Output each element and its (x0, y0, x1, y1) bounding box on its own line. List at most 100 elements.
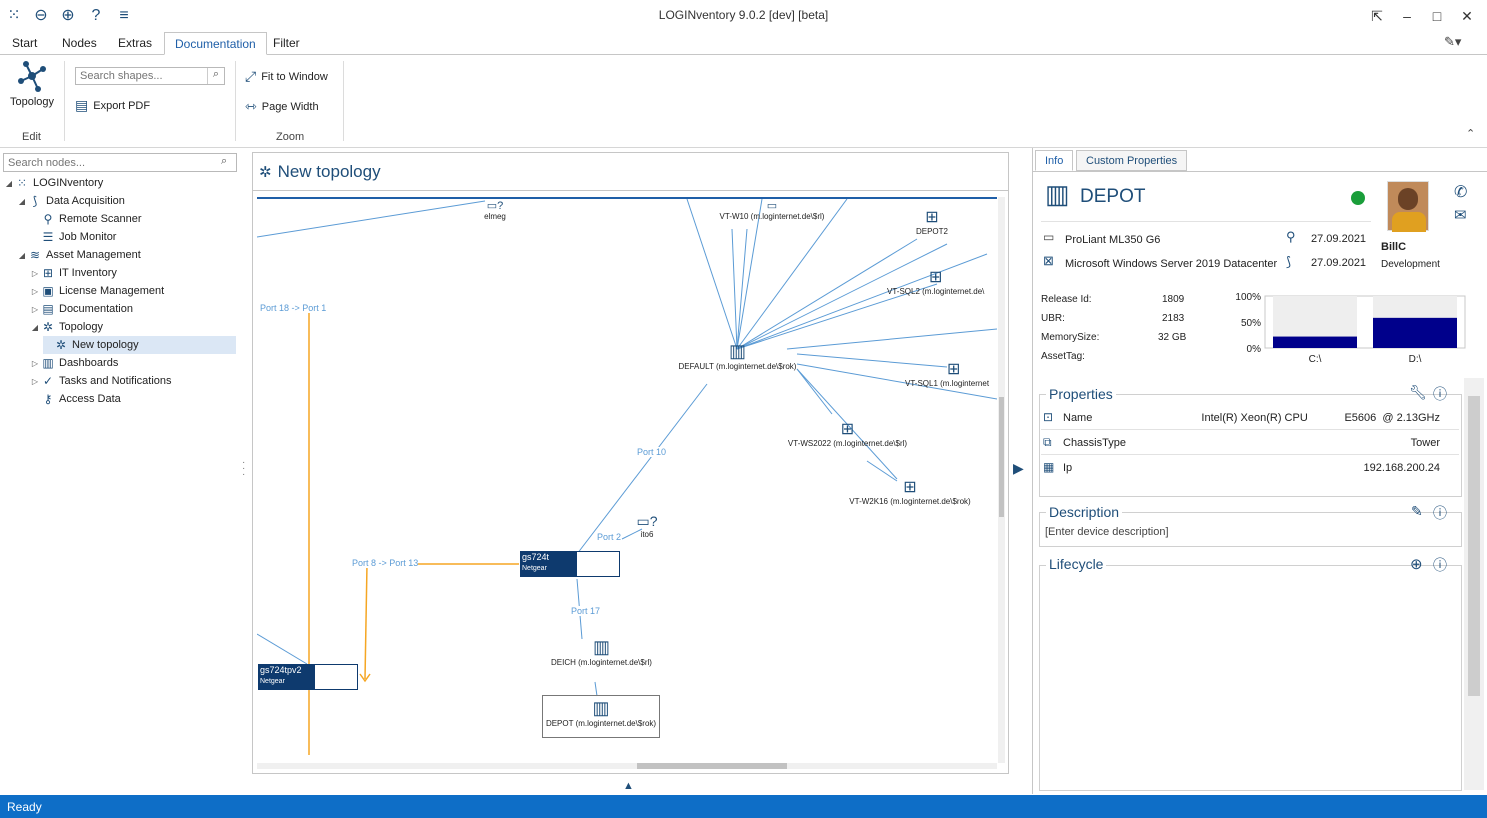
tab-nodes[interactable]: Nodes (62, 36, 97, 50)
chassis-icon: ⧉ (1043, 435, 1052, 449)
node-label: ito6 (640, 530, 654, 539)
search-icon[interactable]: ⌕ (207, 68, 224, 84)
device-default[interactable]: ▥ DEFAULT (m.loginternet.de\$rok) (675, 341, 800, 371)
add-icon[interactable]: ⊕ (1410, 556, 1423, 573)
expander-icon[interactable]: ◢ (18, 196, 26, 206)
tree-item-remote-scanner[interactable]: ⚲Remote Scanner (30, 210, 236, 228)
memory-label: MemorySize: (1041, 332, 1100, 343)
collapse-ribbon-icon[interactable]: ⌃ (1466, 128, 1476, 140)
pencil-icon[interactable]: ✎ (1411, 503, 1423, 519)
tree-item-label: Data Acquisition (46, 195, 125, 207)
panel-splitter[interactable]: ··· (242, 457, 246, 480)
user-name: BillC (1381, 241, 1407, 253)
device-ito6[interactable]: ▭? ito6 (632, 513, 662, 539)
expander-icon[interactable]: ▷ (31, 358, 39, 368)
info-scrollbar[interactable] (1464, 378, 1484, 790)
vertical-scrollbar[interactable] (998, 197, 1005, 763)
expander-icon[interactable]: ▷ (31, 268, 39, 278)
status-bar: Ready (0, 795, 1487, 818)
device-vt-sql2[interactable]: ⊞ VT-SQL2 (m.loginternet.de\ (887, 267, 997, 296)
tab-start[interactable]: Start (12, 36, 38, 50)
expander-icon[interactable]: ▷ (31, 286, 39, 296)
phone-icon[interactable]: ✆ (1454, 184, 1468, 201)
tree-item-data-acquisition[interactable]: ◢⟆Data Acquisition (17, 192, 236, 210)
scroll-thumb[interactable] (1468, 396, 1480, 696)
tree-item-it-inventory[interactable]: ▷⊞IT Inventory (30, 264, 236, 282)
maximize-icon[interactable]: □ (1432, 8, 1442, 24)
close-icon[interactable]: ✕ (1461, 8, 1473, 24)
memory-value: 32 GB (1158, 332, 1187, 343)
device-vt-w10[interactable]: ▭ VT-W10 (m.loginternet.de\$rl) (707, 199, 837, 221)
device-vt-sql1[interactable]: ⊞ VT-SQL1 (m.loginternet (905, 359, 997, 388)
tree-item-topology[interactable]: ◢✲Topology (30, 318, 236, 336)
tree-item-asset-management[interactable]: ◢≋Asset Management (17, 246, 236, 264)
row-divider (1041, 429, 1459, 430)
y-tick-label: 50% (1241, 318, 1261, 329)
node-label: DEPOT2 (915, 227, 948, 236)
node-label: DEPOT (m.loginternet.de\$rok) (545, 719, 657, 728)
device-depot[interactable]: ▥ DEPOT (m.loginternet.de\$rok) (542, 695, 660, 738)
edit-note-icon[interactable]: ✎▾ (1444, 34, 1462, 49)
minimize-icon[interactable]: – (1403, 8, 1411, 24)
description-text[interactable]: [Enter device description] (1045, 526, 1169, 538)
info-icon[interactable]: ⓘ (1433, 386, 1447, 402)
device-depot2[interactable]: ⊞ DEPOT2 (912, 207, 952, 236)
back-icon[interactable]: ⊖ (34, 7, 48, 24)
scroll-thumb[interactable] (999, 397, 1004, 517)
mail-icon[interactable]: ✉ (1454, 207, 1467, 224)
device-vt-w2k16[interactable]: ⊞ VT-W2K16 (m.loginternet.de\$rok) (845, 477, 975, 506)
expander-icon[interactable]: ▷ (31, 376, 39, 386)
scan-magnifier-icon: ⚲ (1286, 229, 1296, 244)
forward-icon[interactable]: ⊕ (61, 7, 75, 24)
tab-filter[interactable]: Filter (273, 36, 300, 50)
topology-diagram[interactable]: ▭? elmeg ▭ VT-W10 (m.loginternet.de\$rl)… (257, 197, 997, 763)
restore-ribbon-icon[interactable]: ⇱ (1371, 8, 1383, 24)
collapse-up-icon[interactable]: ▲ (623, 780, 634, 792)
page-width-button[interactable]: ⇿Page Width (245, 98, 319, 115)
scroll-thumb[interactable] (637, 763, 787, 769)
expander-icon[interactable]: ◢ (5, 178, 13, 188)
tree-item-license-management[interactable]: ▷▣License Management (30, 282, 236, 300)
tab-custom-properties[interactable]: Custom Properties (1076, 150, 1188, 171)
description-title: Description (1046, 504, 1123, 520)
info-icon[interactable]: ⓘ (1433, 505, 1447, 521)
tree-item-new-topology[interactable]: ✲New topology (43, 336, 236, 354)
horizontal-scrollbar[interactable] (257, 763, 997, 769)
expander-icon[interactable]: ▷ (31, 304, 39, 314)
canvas-header: ✲ New topology (253, 153, 1008, 191)
wrench-icon[interactable]: 🔧︎ (1409, 384, 1427, 400)
switch-gs724tpv2[interactable]: gs724tpv2 Netgear (258, 664, 314, 690)
avatar[interactable] (1387, 181, 1429, 232)
tree-item-dashboards[interactable]: ▷▥Dashboards (30, 354, 236, 372)
tree-item-tasks-notifications[interactable]: ▷✓Tasks and Notifications (30, 372, 236, 390)
app-menu-icon[interactable]: ⁙ (7, 7, 21, 24)
search-shapes-input[interactable] (75, 67, 225, 85)
help-icon[interactable]: ? (91, 7, 101, 24)
tree-item-access-data[interactable]: ⚷Access Data (30, 390, 236, 408)
tree-item-loginventory[interactable]: ◢⁙LOGINventory (4, 174, 236, 192)
device-deich[interactable]: ▥ DEICH (m.loginternet.de\$rl) (539, 637, 664, 667)
online-status-dot (1351, 191, 1365, 205)
tree-item-documentation[interactable]: ▷▤Documentation (30, 300, 236, 318)
search-nodes-input[interactable] (3, 153, 237, 172)
settings-sliders-icon[interactable]: ≡ (119, 7, 129, 24)
tree-item-job-monitor[interactable]: ☰Job Monitor (30, 228, 236, 246)
release-id-value: 1809 (1162, 294, 1185, 305)
expander-icon[interactable]: ◢ (18, 250, 26, 260)
switch-gs724t[interactable]: gs724t Netgear (520, 551, 576, 577)
device-vt-ws2022[interactable]: ⊞ VT-WS2022 (m.loginternet.de\$rl) (785, 419, 910, 448)
export-pdf-button[interactable]: ▤Export PDF (75, 97, 150, 114)
tab-info[interactable]: Info (1035, 150, 1074, 171)
window-title: LOGINventory 9.0.2 [dev] [beta] (658, 8, 829, 22)
switch-ports-icon (576, 551, 620, 577)
expand-right-icon[interactable]: ▶ (1013, 460, 1024, 476)
expander-icon[interactable]: ◢ (31, 322, 39, 332)
tab-documentation[interactable]: Documentation (164, 32, 267, 55)
tree-item-label: License Management (59, 285, 165, 297)
device-elmeg[interactable]: ▭? elmeg (475, 199, 515, 221)
info-icon[interactable]: ⓘ (1433, 557, 1447, 573)
topology-button[interactable]: Topology (8, 59, 56, 108)
tab-extras[interactable]: Extras (118, 36, 153, 50)
fit-to-window-button[interactable]: ⤢Fit to Window (245, 68, 328, 85)
search-icon[interactable]: ⌕ (221, 155, 228, 167)
